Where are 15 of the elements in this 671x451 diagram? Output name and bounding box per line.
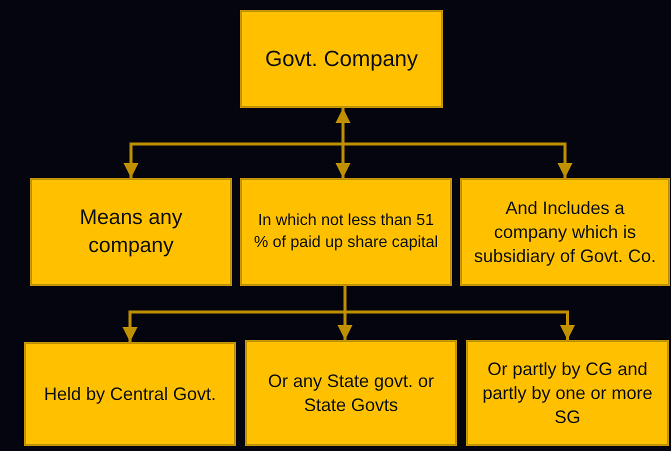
process-box xyxy=(240,10,443,108)
box-text: And Includes a company which is subsidiary of Govt. Co. xyxy=(472,196,658,268)
box-text: Or any State govt. or State Govts xyxy=(266,370,436,417)
box-text: Held by Central Govt. xyxy=(44,382,216,406)
box-text: Govt. Company xyxy=(265,45,418,74)
box-text: Or partly by CG and partly by one or more SG xyxy=(481,358,654,430)
process-box xyxy=(24,342,236,446)
process-box xyxy=(466,340,669,446)
process-box xyxy=(460,178,670,286)
process-box xyxy=(30,178,232,286)
box-text: In which not less than 51 % of paid up share capital xyxy=(252,211,440,253)
arrow xyxy=(344,286,575,340)
process-box xyxy=(240,178,452,286)
process-box xyxy=(245,340,457,446)
box-text: Means any company xyxy=(78,204,184,259)
